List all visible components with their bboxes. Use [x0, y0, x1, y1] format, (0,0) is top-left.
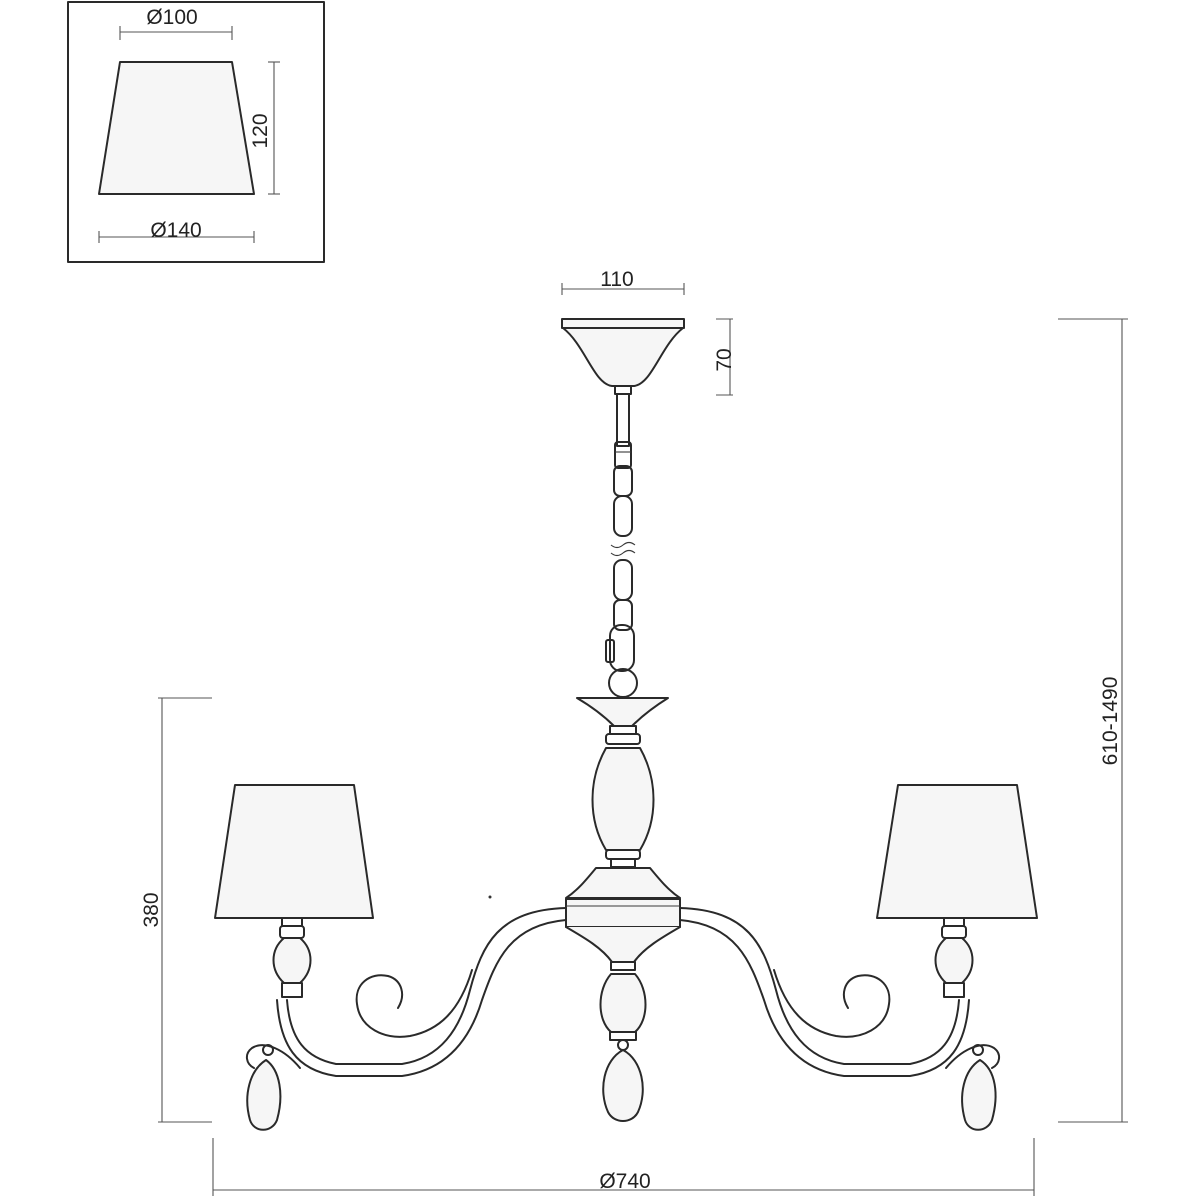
center-crystal: [602, 1049, 644, 1122]
detail-bottom-diameter-label: Ø140: [150, 219, 201, 242]
overall-height-dimension: 610-1490: [1058, 318, 1128, 1123]
right-arm: [679, 784, 1038, 1131]
canopy-width-label: 110: [600, 268, 633, 291]
detail-top-diameter-label: Ø100: [146, 6, 197, 29]
right-lamp-shade: [876, 784, 1038, 919]
stray-dot: [488, 895, 492, 899]
overall-height-label: 610-1490: [1099, 677, 1122, 766]
shade-detail-panel: Ø100 120 Ø140: [67, 1, 325, 263]
detail-bottom-diameter-dimension: Ø140: [98, 219, 255, 243]
overall-diameter-dimension: Ø740: [212, 1138, 1035, 1196]
suspension-chain: [605, 393, 638, 698]
body-height-dimension: 380: [140, 697, 212, 1123]
canopy-height-dimension: 70: [713, 318, 736, 396]
left-arm: [214, 784, 567, 1131]
detail-top-diameter-dimension: Ø100: [119, 6, 233, 40]
left-lamp-shade: [214, 784, 374, 919]
canopy-height-label: 70: [713, 348, 736, 371]
detail-frame: [67, 1, 325, 263]
detail-height-dimension: 120: [249, 61, 280, 195]
detail-shade: [98, 61, 255, 195]
ceiling-canopy: [561, 318, 685, 395]
canopy-width-dimension: 110: [561, 268, 685, 295]
right-crystal: [961, 1059, 997, 1131]
central-column: [565, 697, 681, 1122]
body-height-label: 380: [140, 892, 163, 927]
left-crystal: [246, 1059, 282, 1131]
overall-diameter-label: Ø740: [599, 1170, 650, 1193]
detail-height-label: 120: [249, 113, 272, 148]
